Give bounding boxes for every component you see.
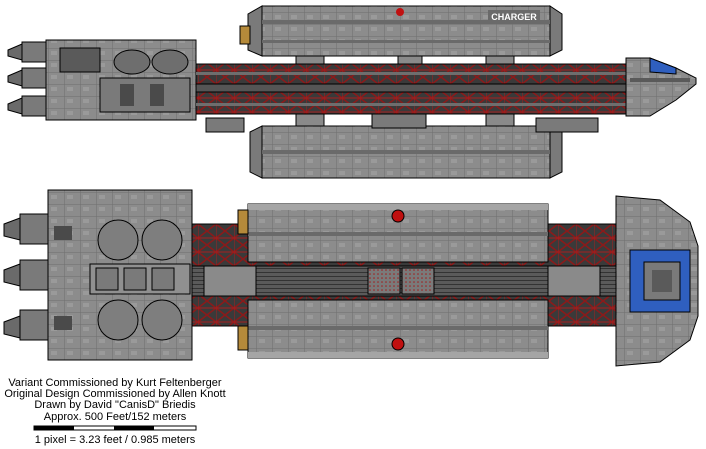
- credits-block: Variant Commissioned by Kurt Feltenberge…: [0, 378, 230, 411]
- scale-note: 1 pixel = 3.23 feet / 0.985 meters: [34, 434, 196, 446]
- top-lower-cargo-pod: [237, 299, 549, 359]
- side-lower-cargo-pod: [205, 113, 599, 179]
- top-bow: [615, 195, 699, 367]
- top-engine-nozzles: [3, 213, 49, 341]
- side-spine-truss: [195, 63, 627, 115]
- artist-credit: Drawn by David "CanisD" Briedis: [34, 399, 196, 411]
- scale-bar: [33, 425, 197, 431]
- side-view: CHARGER: [7, 5, 697, 179]
- emblem-icon: [391, 209, 405, 223]
- emblem-icon: [396, 8, 404, 16]
- emblem-icon: [391, 337, 405, 351]
- variant-credit: Variant Commissioned by Kurt Feltenberge…: [8, 377, 222, 389]
- length-note: Approx. 500 Feet/152 meters: [43, 411, 187, 423]
- top-upper-cargo-pod: [237, 203, 549, 263]
- top-view: [3, 189, 699, 367]
- original-design-credit: Original Design Commissioned by Allen Kn…: [4, 388, 226, 400]
- side-engine-block: [45, 39, 197, 121]
- top-engine-block: [47, 189, 193, 361]
- side-engine-nozzles: [7, 41, 47, 117]
- ship-name-label: CHARGER: [491, 12, 537, 22]
- side-bow: [625, 57, 697, 117]
